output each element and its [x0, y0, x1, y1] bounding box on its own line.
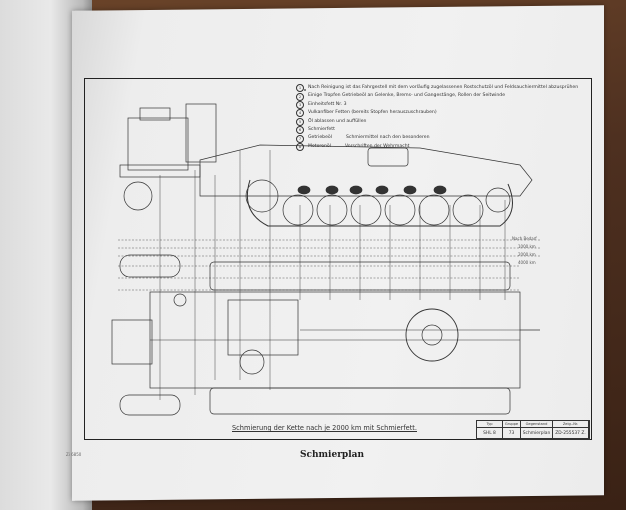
side-view-engine-block — [185, 103, 217, 163]
title-block-value: 73 — [503, 428, 521, 439]
side-view-track — [246, 179, 513, 227]
side-view-chassis — [199, 144, 533, 197]
page-title: Schmierplan — [300, 450, 365, 460]
legend-note: Vorschriften der Wehrmacht — [345, 143, 410, 149]
legend-item: 4 Vulkanfiber Fetten (bereits Stopfen he… — [296, 109, 546, 118]
leader-lines-horizontal — [118, 239, 540, 291]
legend-symbol: 8 — [296, 143, 304, 152]
drawing-title-block: Typ Gruppe Gegenstand Zeig.-Nr. SHL 8 73… — [476, 420, 590, 440]
legend-text: Schmierfett — [308, 127, 335, 133]
title-block-value: Schmierplan — [521, 428, 553, 439]
legend-symbol: 1 — [296, 84, 304, 93]
legend-text: Vulkanfiber Fetten (bereits Stopfen hera… — [308, 110, 437, 116]
top-view-drum — [405, 308, 459, 362]
legend-item: 7 Getriebeöl Schmiermittel nach den beso… — [296, 134, 546, 143]
interval-label-4000km: 4000 km — [518, 260, 536, 265]
legend-item: 8 Motorenöl Vorschriften der Wehrmacht — [296, 143, 546, 152]
interval-label-2000km: 2000 km — [518, 252, 536, 257]
legend-item: 3 Einheitsfett Nr. 3 — [296, 101, 546, 110]
legend-symbol: 4 — [296, 109, 304, 118]
legend-symbol: 3 — [296, 101, 304, 110]
top-view-rear-track — [119, 394, 181, 416]
legend-symbol: 5 — [296, 117, 304, 126]
title-block-header: Gegenstand — [521, 421, 553, 428]
legend-text: Getriebeöl — [308, 135, 333, 141]
top-view-steering-wheel — [239, 349, 265, 375]
legend-text: Einige Tropfen Getriebeöl an Gelenke, Br… — [308, 93, 506, 99]
drawing-frame — [84, 78, 592, 440]
lubrication-legend: 1 Nach Reinigung ist das Fahrgestell mit… — [296, 84, 578, 152]
legend-text: Öl ablassen und auffüllen — [308, 118, 367, 124]
legend-item: 2 Einige Tropfen Getriebeöl an Gelenke, … — [296, 92, 546, 101]
side-view-grease-points — [297, 185, 447, 195]
side-view-road-wheels — [123, 179, 511, 226]
title-block-header: Gruppe — [503, 421, 521, 428]
side-view-tank — [367, 147, 409, 167]
side-view-cab-top — [139, 107, 171, 121]
side-view-cab — [127, 117, 189, 171]
top-view-left-track — [209, 387, 511, 415]
legend-symbol: 2 — [296, 92, 304, 101]
page-code: Zi 6850 — [66, 452, 82, 457]
legend-symbol: 7 — [296, 134, 304, 143]
legend-item: 5 Öl ablassen und auffüllen — [296, 117, 546, 126]
title-block-value: ZD-255537 Z. — [553, 428, 589, 439]
top-view-right-track — [209, 261, 511, 291]
legend-item: 6 Schmierfett — [296, 126, 546, 135]
leader-lines-vertical — [159, 150, 506, 400]
title-block-header: Typ — [477, 421, 503, 428]
legend-text: Einheitsfett Nr. 3 — [308, 101, 347, 107]
top-view-front-mechanism — [111, 319, 153, 365]
legend-text: Nach Reinigung ist das Fahrgestell mit d… — [308, 85, 579, 90]
interval-label-1000km: 1000 km — [518, 244, 536, 249]
interval-label-as-needed: Nach Bedarf — [512, 236, 537, 241]
title-block-header: Zeig.-Nr. — [553, 421, 589, 428]
top-view-engine — [227, 299, 299, 356]
legend-item: 1 Nach Reinigung ist das Fahrgestell mit… — [296, 84, 578, 93]
legend-note: Schmiermittel nach den besonderen — [346, 135, 430, 141]
legend-symbol: 6 — [296, 126, 304, 135]
legend-leader-dots — [304, 89, 306, 91]
legend-text: Motorenöl — [308, 143, 331, 149]
title-block-value: SHL 8 — [477, 428, 503, 439]
track-lubrication-caption: Schmierung der Kette nach je 2000 km mit… — [232, 424, 417, 432]
top-view-left-track-front — [119, 254, 181, 278]
